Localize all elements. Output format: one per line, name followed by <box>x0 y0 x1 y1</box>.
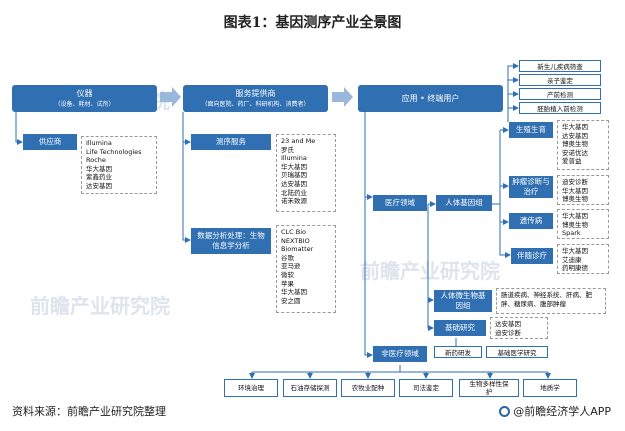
analysis-list: CLC Bio NEXTBIO Biomatter 谷歌 亚马逊 微软 苹果 华… <box>276 225 336 313</box>
list-item: 艾迪康 <box>562 255 582 264</box>
watermark: 前瞻产业研究院 <box>360 259 500 283</box>
list-item: CLC Bio <box>281 228 307 236</box>
tumor-box: 肿瘤诊断与治疗 <box>509 176 553 198</box>
list-item: 华大基因 <box>562 247 588 255</box>
list-item: 达安基因 <box>495 320 521 328</box>
list-item: 爱普益 <box>562 157 582 166</box>
bottom-item-agriculture: 农牧业配种 <box>341 379 395 397</box>
brand-logo-icon <box>499 405 511 417</box>
list-item: 迪安诊断 <box>495 328 521 337</box>
companion-box: 伴随诊疗 <box>511 248 553 264</box>
services-subtitle: （面向医院、药厂、科研机构、消费者） <box>201 100 310 108</box>
list-item: 博奥生物 <box>562 195 588 204</box>
list-item: 达安基因 <box>562 131 588 140</box>
basic-med-box: 基础医学研究 <box>486 346 548 358</box>
list-item: 华大基因 <box>562 212 588 220</box>
list-item: Illumina <box>86 139 112 147</box>
microbiome-box: 人体微生物基因组 <box>434 290 492 312</box>
supplier-box: 供应商 <box>23 134 77 150</box>
supplier-list: Illumina Life Technologies Roche 华大基因 紫鑫… <box>81 136 157 194</box>
list-item: 诺禾致源 <box>281 197 307 206</box>
reproductive-list: 华大基因 达安基因 博奥生物 安诺优达 爱普益 <box>557 120 609 170</box>
list-item: Biomatter <box>281 245 314 254</box>
reproductive-sub-item: 亲子鉴定 <box>519 74 601 86</box>
end-users-title: 应用 • 终端用户 <box>401 94 460 103</box>
list-item: 华大基因 <box>562 186 588 195</box>
sequencing-box: 测序服务 <box>191 134 271 150</box>
instruments-subtitle: （设备、耗材、试剂） <box>54 100 115 108</box>
list-item: 罗氏 <box>281 145 294 154</box>
instruments-header: 仪器 （设备、耗材、试剂） <box>12 85 157 112</box>
list-item: 贝瑞基因 <box>281 171 307 180</box>
human-genome-box: 人体基因组 <box>436 195 492 211</box>
list-item: Life Technologies <box>86 147 142 156</box>
list-item: 北陆药业 <box>281 188 307 197</box>
list-item: 华大基因 <box>86 164 112 173</box>
list-item: 达安基因 <box>86 181 112 190</box>
list-item: 博奥生物 <box>562 220 588 229</box>
list-item: 安之圆 <box>281 296 301 305</box>
list-item: 安诺优达 <box>562 148 588 157</box>
brand: @前瞻经济学人APP <box>499 403 611 419</box>
list-item: Spark <box>562 229 581 238</box>
companion-list: 华大基因 艾迪康 药明康德 <box>557 244 609 274</box>
list-item: 亚马逊 <box>281 262 301 271</box>
medical-box: 医疗领域 <box>373 195 427 211</box>
list-item: NEXTBIO <box>281 236 310 245</box>
microbiome-list: 肠道疾病、神经系统、肝病、肥胖、糖尿病、腹部肿瘤 <box>496 288 606 314</box>
research-box: 基础研究 <box>434 320 486 336</box>
analysis-box: 数据分析处理：生物信息学分析 <box>191 228 271 254</box>
bottom-item-geology: 地质学 <box>523 379 577 397</box>
list-item: 苹果 <box>281 279 294 288</box>
watermark: 前瞻产业研究院 <box>30 294 170 318</box>
reproductive-sub-item: 新生儿疾病筛查 <box>519 60 601 72</box>
sequencing-list: 23 and Me 罗氏 Illumina 华大基因 贝瑞基因 达安基因 北陆药… <box>276 134 336 212</box>
genetic-box: 遗传病 <box>509 213 553 229</box>
list-item: Illumina <box>281 154 307 163</box>
list-item: 迪安诊断 <box>562 178 588 186</box>
end-users-header: 应用 • 终端用户 <box>358 85 503 112</box>
services-title: 服务提供商 <box>235 88 276 98</box>
bottom-item-forensics: 司法鉴定 <box>399 379 453 397</box>
non-medical-box: 非医疗领域 <box>373 346 427 362</box>
services-header: 服务提供商 （面向医院、药厂、科研机构、消费者） <box>183 85 328 112</box>
list-item: 紫鑫药业 <box>86 173 112 182</box>
list-item: 23 and Me <box>281 137 316 145</box>
reproductive-box: 生殖生育 <box>509 122 553 138</box>
list-item: 华大基因 <box>281 288 307 297</box>
list-item: 华大基因 <box>562 123 588 131</box>
bottom-item-oil: 石油存储探测 <box>283 379 337 397</box>
genetic-list: 华大基因 博奥生物 Spark <box>557 209 609 239</box>
reproductive-sub-item: 产前检测 <box>519 88 601 100</box>
list-item: 药明康德 <box>562 264 588 273</box>
page-title: 图表1：基因测序产业全景图 <box>223 15 402 31</box>
bottom-item-biodiversity: 生物多样性保护 <box>459 379 519 397</box>
reproductive-sub-item: 胚胎植入前检测 <box>519 102 601 114</box>
list-item: 谷歌 <box>281 253 294 262</box>
list-item: 博奥生物 <box>562 140 588 149</box>
instruments-title: 仪器 <box>76 88 93 98</box>
bottom-item-environment: 环境治理 <box>224 379 278 397</box>
research-list: 达安基因 迪安诊断 <box>490 317 548 339</box>
arrow-icon <box>160 87 181 107</box>
list-item: 达安基因 <box>281 179 307 188</box>
list-item: Roche <box>86 156 106 165</box>
arrow-icon <box>332 87 353 107</box>
source-note: 资料来源：前瞻产业研究院整理 <box>12 405 166 418</box>
tumor-list: 迪安诊断 华大基因 博奥生物 <box>557 175 609 205</box>
microbiome-text: 肠道疾病、神经系统、肝病、肥胖、糖尿病、腹部肿瘤 <box>501 291 592 308</box>
brand-text: @前瞻经济学人APP <box>513 405 611 418</box>
drug-dev-box: 新药研发 <box>434 346 482 358</box>
list-item: 华大基因 <box>281 162 307 171</box>
list-item: 微软 <box>281 270 294 279</box>
